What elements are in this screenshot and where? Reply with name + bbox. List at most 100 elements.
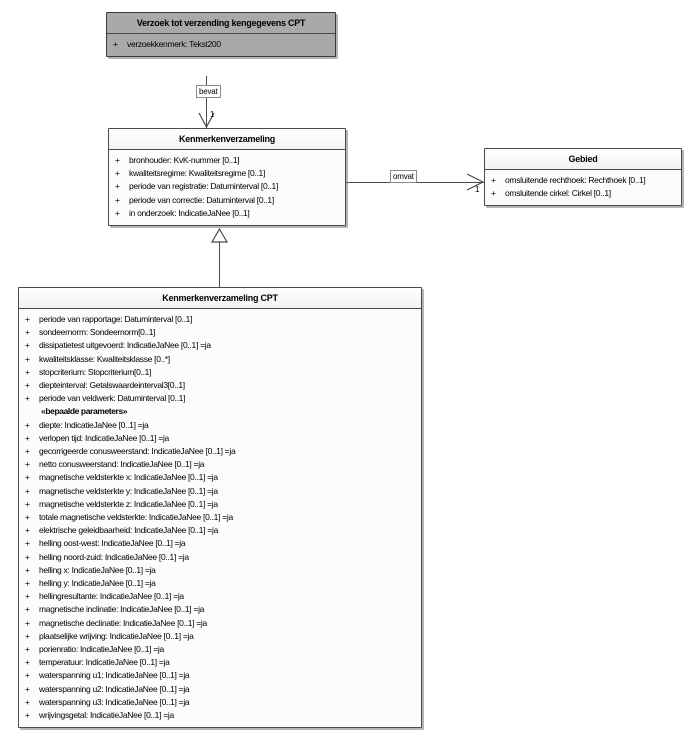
attribute-label: «bepaalde parameters» (41, 406, 128, 417)
attribute-label: waterspanning u1: IndicatieJaNee [0..1] … (39, 670, 190, 681)
attribute-label: verzoekkenmerk: Tekst200 (127, 39, 221, 49)
attribute-visibility: + (25, 683, 30, 694)
attribute-visibility: + (25, 366, 30, 377)
attribute-row: + porienratio: IndicatieJaNee [0..1] =ja (21, 643, 419, 656)
attribute-visibility: + (115, 168, 120, 179)
attribute-row: +periode van registratie: Datuminterval … (111, 180, 343, 193)
attribute-row: + totale magnetische veldsterkte: Indicat… (21, 511, 419, 524)
attribute-visibility: + (25, 353, 30, 364)
attribute-label: dissipatietest uitgevoerd: IndicatieJaNe… (39, 340, 211, 351)
attribute-label: omsluitende rechthoek: Rechthoek [0..1] (505, 175, 646, 185)
attribute-visibility: + (491, 175, 496, 185)
attribute-visibility: + (25, 459, 30, 470)
attribute-label: periode van registratie: Datuminterval [… (129, 181, 279, 192)
attribute-label: helling oost-west: IndicatieJaNee [0..1]… (39, 538, 186, 549)
attribute-label: periode van veldwerk: Datuminterval [0..… (39, 393, 186, 404)
attribute-row: + verlopen tijd: IndicatieJaNee [0..1] =j… (21, 432, 419, 445)
attribute-row: +gecorrigeerde conusweerstand: Indicatie… (21, 445, 419, 458)
attribute-visibility: + (25, 710, 30, 721)
attribute-visibility: + (491, 188, 496, 199)
attribute-visibility: + (25, 591, 30, 602)
attribute-row: +magnetische veldsterkte x: IndicatieJaN… (21, 471, 419, 484)
attribute-row: +helling x: IndicatieJaNee [0..1] =ja (21, 564, 419, 577)
attribute-row: + stopcriterium: Stopcriterium[0..1] (21, 366, 419, 379)
attribute-label: magnetische veldsterkte z: IndicatieJaNe… (39, 498, 218, 509)
attribute-visibility: + (25, 432, 30, 443)
attribute-row: +kwaliteitsklasse: Kwaliteitsklasse [0..… (21, 353, 419, 366)
attribute-visibility: + (25, 380, 30, 391)
attribute-label: verlopen tijd: IndicatieJaNee [0..1] =ja (39, 432, 169, 443)
attribute-label: magnetische declinatie: IndicatieJaNee [… (39, 617, 207, 628)
attribute-visibility: + (115, 207, 120, 218)
attribute-visibility: + (25, 564, 30, 575)
edge-bevat-multiplicity: 1 (210, 110, 215, 119)
attribute-visibility: + (25, 393, 30, 404)
attribute-row: +diepte: IndicatieJaNee [0..1] =ja (21, 419, 419, 432)
edge-omvat-multiplicity: 1 (475, 185, 480, 194)
attribute-row: +plaatselijke wrijving: IndicatieJaNee [… (21, 630, 419, 643)
attribute-label: diepteinterval: Getalswaardeinterval3[0.… (39, 380, 185, 391)
attribute-visibility: + (25, 512, 30, 523)
attribute-label: periode van rapportage: Datuminterval [0… (39, 314, 193, 324)
class-attributes-verzoek: + verzoekkenmerk: Tekst200 (107, 34, 335, 57)
attribute-label: diepte: IndicatieJaNee [0..1] =ja (39, 419, 149, 430)
attribute-label: wrijvingsgetal: IndicatieJaNee [0..1] =j… (39, 710, 174, 721)
class-title-verzoek: Verzoek tot verzending kengegevens CPT (107, 13, 335, 34)
attribute-visibility: + (25, 551, 30, 562)
attribute-label: hellingresultante: IndicatieJaNee [0..1]… (39, 591, 184, 602)
attribute-row: + magnetische veldsterkte z: IndicatieJaN… (21, 498, 419, 511)
attribute-visibility: + (25, 327, 30, 338)
attribute-row: + netto conusweerstand: IndicatieJaNee [0… (21, 458, 419, 471)
attribute-visibility: + (25, 485, 30, 496)
attribute-row: + verzoekkenmerk: Tekst200 (109, 38, 333, 51)
class-box-kenmerkenverzameling-cpt[interactable]: Kenmerkenverzameling CPT +periode van ra… (18, 287, 422, 729)
attribute-label: omsluitende cirkel: Cirkel [0..1] (505, 188, 611, 199)
attribute-label: bronhouder: KvK-nummer [0..1] (129, 155, 240, 165)
attribute-visibility: + (25, 525, 30, 536)
attribute-label: gecorrigeerde conusweerstand: IndicatieJ… (39, 446, 236, 457)
attribute-visibility: + (113, 39, 118, 49)
attribute-label: elektrische geleidbaarheid: IndicatieJaN… (39, 525, 219, 536)
attribute-visibility: + (25, 314, 30, 324)
attribute-row: + helling oost-west: IndicatieJaNee [0..1… (21, 537, 419, 550)
class-box-gebied[interactable]: Gebied + omsluitende rechthoek: Rechthoek… (484, 148, 682, 207)
attribute-row: + periode van veldwerk: Datuminterval [0.… (21, 392, 419, 405)
attribute-label: temperatuur: IndicatieJaNee [0..1] =ja (39, 657, 170, 668)
attribute-stereotype: «bepaalde parameters» (21, 405, 419, 418)
edge-generalization-line (219, 240, 220, 287)
class-box-kenmerkenverzameling[interactable]: Kenmerkenverzameling + bronhouder: KvK-nu… (108, 128, 346, 227)
attribute-row: +helling noord-zuid: IndicatieJaNee [0..… (21, 551, 419, 564)
edge-bevat-line (206, 76, 207, 128)
attribute-row: + periode van rapportage: Datuminterval [… (21, 313, 419, 326)
attribute-label: netto conusweerstand: IndicatieJaNee [0.… (39, 459, 205, 470)
attribute-label: porienratio: IndicatieJaNee [0..1] =ja (39, 644, 164, 655)
attribute-row: + omsluitende rechthoek: Rechthoek [0..1] (487, 174, 679, 187)
attribute-visibility: + (25, 604, 30, 615)
attribute-visibility: + (25, 670, 30, 681)
attribute-row: +helling y: IndicatieJaNee [0..1] =ja (21, 577, 419, 590)
class-title-gebied: Gebied (485, 149, 681, 170)
attribute-visibility: + (25, 644, 30, 655)
attribute-row: + wrijvingsgetal: IndicatieJaNee [0..1] =… (21, 709, 419, 722)
class-title-kenmerkenverzameling: Kenmerkenverzameling (109, 129, 345, 150)
attribute-label: totale magnetische veldsterkte: Indicati… (39, 512, 233, 523)
attribute-label: helling y: IndicatieJaNee [0..1] =ja (39, 578, 156, 589)
attribute-visibility: + (25, 472, 30, 483)
attribute-label: sondeernorm: Sondeernorm[0..1] (39, 327, 156, 338)
attribute-visibility: + (25, 538, 30, 549)
attribute-label: stopcriterium: Stopcriterium[0..1] (39, 366, 152, 377)
attribute-visibility: + (25, 617, 30, 628)
attribute-row: + hellingresultante: IndicatieJaNee [0..1… (21, 590, 419, 603)
attribute-visibility: + (115, 155, 120, 165)
attribute-label: kwaliteitsregime: Kwaliteitsregime [0..1… (129, 168, 266, 179)
class-attributes-kenmerkenverzameling-cpt: + periode van rapportage: Datuminterval [… (19, 309, 421, 728)
attribute-label: plaatselijke wrijving: IndicatieJaNee [0… (39, 630, 194, 641)
attribute-label: waterspanning u2: IndicatieJaNee [0..1] … (39, 683, 190, 694)
attribute-visibility: + (25, 498, 30, 509)
attribute-label: periode van correctie: Datuminterval [0.… (129, 194, 274, 205)
attribute-row: +waterspanning u3: IndicatieJaNee [0..1]… (21, 696, 419, 709)
attribute-label: waterspanning u3: IndicatieJaNee [0..1] … (39, 696, 190, 707)
attribute-label: magnetische veldsterkte y: IndicatieJaNe… (39, 485, 218, 496)
class-box-verzoek-tot-verzending[interactable]: Verzoek tot verzending kengegevens CPT +… (106, 12, 336, 58)
